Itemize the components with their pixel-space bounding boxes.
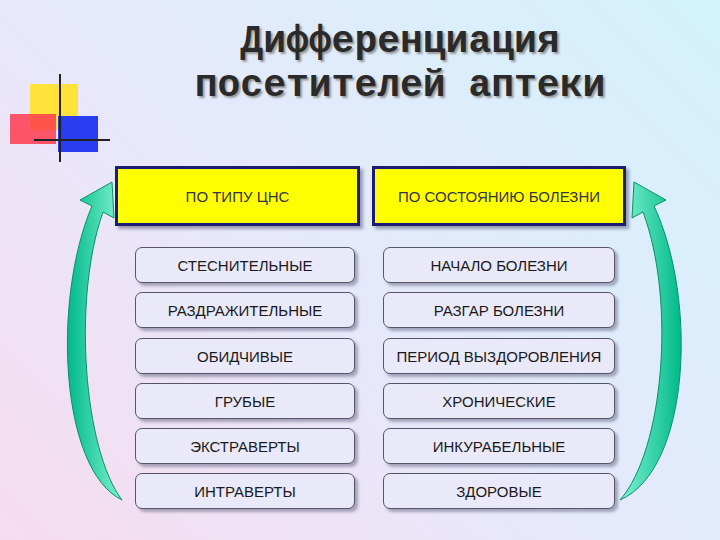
item-label: ИНТРАВЕРТЫ	[194, 483, 296, 500]
item-label: ЗДОРОВЫЕ	[456, 483, 542, 500]
category-item: ХРОНИЧЕСКИЕ	[383, 383, 615, 419]
category-header: ПО ТИПУ ЦНС	[115, 166, 360, 226]
category-item: ОБИДЧИВЫЕ	[135, 338, 355, 374]
category-item: ЗДОРОВЫЕ	[383, 473, 615, 509]
diagram-title: Дифференциация посетителей аптеки	[150, 20, 650, 108]
category-item: ИНКУРАБЕЛЬНЫЕ	[383, 428, 615, 464]
category-item: ИНТРАВЕРТЫ	[135, 473, 355, 509]
item-label: НАЧАЛО БОЛЕЗНИ	[430, 257, 567, 274]
category-item: НАЧАЛО БОЛЕЗНИ	[383, 247, 615, 283]
item-label: ЭКСТРАВЕРТЫ	[190, 438, 300, 455]
item-label: ХРОНИЧЕСКИЕ	[442, 393, 555, 410]
curved-arrow	[620, 182, 681, 500]
item-label: ПЕРИОД ВЫЗДОРОВЛЕНИЯ	[397, 348, 602, 365]
corner-squares	[10, 74, 110, 162]
item-label: РАЗГАР БОЛЕЗНИ	[434, 302, 565, 319]
item-label: ПО СОСТОЯНИЮ БОЛЕЗНИ	[398, 188, 600, 205]
item-label: ГРУБЫЕ	[215, 393, 275, 410]
category-item: РАЗГАР БОЛЕЗНИ	[383, 292, 615, 328]
item-label: РАЗДРАЖИТЕЛЬНЫЕ	[168, 302, 323, 319]
item-label: ИНКУРАБЕЛЬНЫЕ	[433, 438, 566, 455]
curved-arrow	[67, 182, 122, 500]
category-item: СТЕСНИТЕЛЬНЫЕ	[135, 247, 355, 283]
item-label: ОБИДЧИВЫЕ	[197, 348, 293, 365]
item-label: ПО ТИПУ ЦНС	[186, 188, 290, 205]
item-label: СТЕСНИТЕЛЬНЫЕ	[178, 257, 313, 274]
category-item: ЭКСТРАВЕРТЫ	[135, 428, 355, 464]
category-header: ПО СОСТОЯНИЮ БОЛЕЗНИ	[372, 166, 626, 226]
category-item: ПЕРИОД ВЫЗДОРОВЛЕНИЯ	[383, 338, 615, 374]
category-item: РАЗДРАЖИТЕЛЬНЫЕ	[135, 292, 355, 328]
category-item: ГРУБЫЕ	[135, 383, 355, 419]
